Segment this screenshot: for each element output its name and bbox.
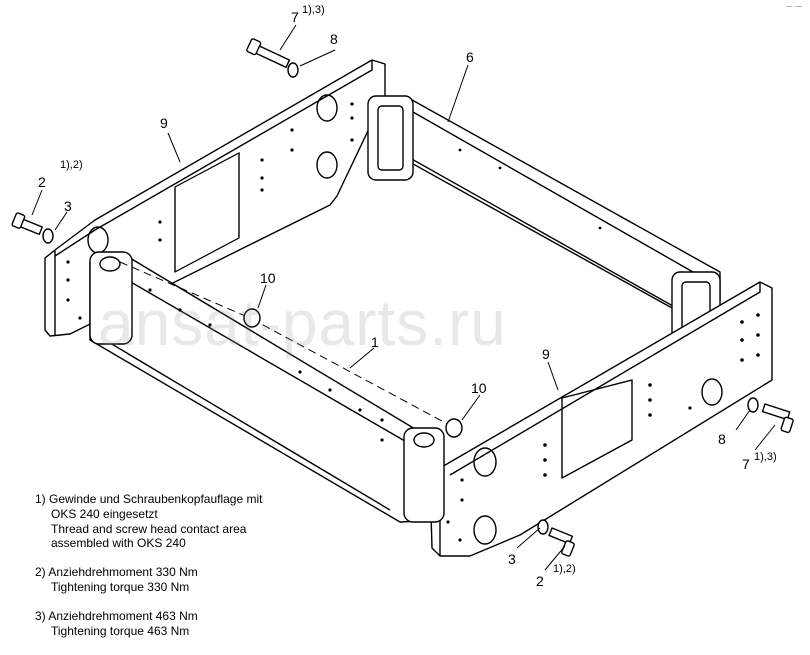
footnote-line: assembled with OKS 240 (51, 536, 186, 551)
bolt-7-right (761, 403, 794, 434)
callout-3-bottom: 3 (508, 551, 516, 567)
callout-3-left: 3 (64, 198, 72, 214)
cross-tube-main (89, 251, 445, 523)
bolt-2-bottom (548, 527, 575, 557)
footnote-line: Tightening torque 330 Nm (51, 579, 190, 594)
nut-10-upper (243, 308, 261, 328)
leader-lines (31, 24, 776, 571)
washer-3-bottom (537, 519, 549, 535)
callout-1: 1 (371, 334, 379, 350)
footnote-line: Tightening torque 463 Nm (51, 623, 190, 638)
cross-tube-upper (367, 95, 721, 355)
callout-8-right: 8 (718, 431, 726, 447)
nut-10-lower (445, 418, 463, 438)
callout-6: 6 (466, 49, 474, 65)
washer-8-top (287, 62, 299, 78)
callout-9-left: 9 (160, 115, 168, 131)
callout-10-lower: 10 (471, 380, 487, 396)
footnote-line: 1) Gewinde und Schraubenkopfauflage mit (35, 492, 263, 506)
rivet-holes (66, 102, 760, 542)
washer-8-right (747, 397, 759, 413)
callout-7-top: 7 (291, 9, 299, 25)
footnote-3: 3) Anziehdrehmoment 463 Nm Tightening to… (35, 609, 262, 639)
bolt-7-top (246, 38, 291, 69)
callout-7-top-footnote: 1),3) (302, 4, 325, 16)
bolt-2-left (11, 212, 43, 236)
footnote-line: 3) Anziehdrehmoment 463 Nm (35, 608, 198, 623)
callout-7-right-footnote: 1),3) (754, 451, 777, 463)
side-plate-right (429, 281, 773, 557)
callout-8-top: 8 (330, 31, 338, 47)
callout-7-right: 7 (742, 456, 750, 472)
callout-2-bottom: 2 (536, 573, 544, 589)
callout-2-bottom-footnote: 1),2) (553, 563, 576, 575)
callout-10-upper: 10 (260, 270, 276, 286)
footnote-1: 1) Gewinde und Schraubenkopfauflage mit … (35, 492, 262, 551)
callout-2-left-footnote: 1),2) (60, 159, 83, 171)
callout-9-right: 9 (542, 346, 550, 362)
footnotes: 1) Gewinde und Schraubenkopfauflage mit … (35, 492, 262, 652)
callout-2-left: 2 (38, 174, 46, 190)
footnote-2: 2) Anziehdrehmoment 330 Nm Tightening to… (35, 565, 262, 595)
footnote-line: Thread and screw head contact area (51, 521, 247, 536)
footnote-line: 2) Anziehdrehmoment 330 Nm (35, 565, 198, 580)
footnote-line: OKS 240 eingesetzt (51, 506, 158, 521)
washer-3-left (42, 228, 54, 244)
corner-mark: — ·— (786, 4, 802, 10)
